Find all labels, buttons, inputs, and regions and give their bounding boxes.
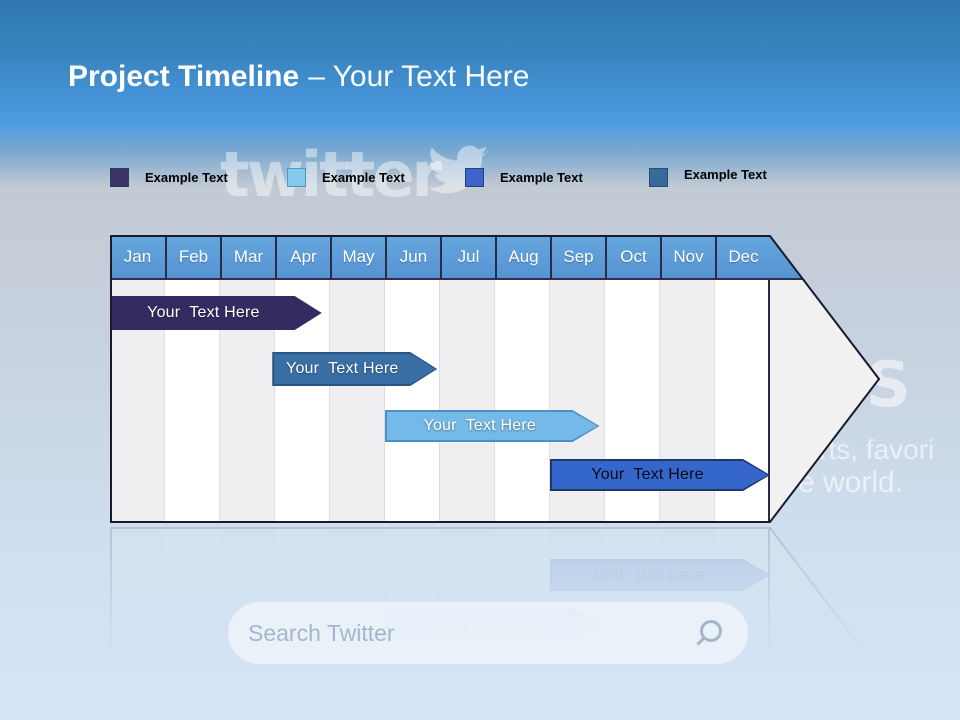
legend-label: Example Text: [145, 170, 228, 185]
title-accent: – Your Text Here: [308, 60, 530, 93]
search-box: Search Twitter: [228, 602, 748, 664]
month-cell: Apr: [275, 235, 330, 278]
month-cell: Feb: [165, 235, 220, 278]
month-cell: Dec: [715, 235, 770, 278]
legend-item: Example Text: [465, 168, 583, 187]
bar-label: Your Text Here: [591, 466, 704, 483]
month-cell: Nov: [660, 235, 715, 278]
month-cell: Mar: [220, 235, 275, 278]
timeline-bar: Your Text Here: [110, 296, 322, 330]
legend-label: Example Text: [500, 170, 583, 185]
legend-swatch: [287, 168, 306, 187]
month-cell: Jan: [123, 246, 152, 266]
month-cell: Sep: [550, 235, 605, 278]
timeline-bar-fill: Your Text Here: [112, 298, 320, 328]
legend-item: Example Text: [649, 167, 767, 187]
timeline-bar-fill: Your Text Here: [387, 412, 598, 440]
month-cell: Oct: [605, 235, 660, 278]
bar-label: Your Text Here: [286, 360, 399, 377]
slide-title: Project Timeline– Your Text Here: [68, 60, 529, 95]
legend-label: Example Text: [684, 167, 767, 182]
title-main: Project Timeline: [68, 60, 300, 93]
timeline-bar: Your Text Here: [385, 410, 600, 442]
search-icon: [700, 620, 722, 642]
legend-item: Example Text: [110, 168, 228, 187]
month-cell: May: [330, 235, 385, 278]
search-placeholder: Search Twitter: [248, 619, 395, 646]
timeline-bar: Your Text Here: [550, 459, 770, 491]
bar-label: Your Text Here: [423, 417, 536, 434]
legend-item: Example Text: [287, 168, 405, 187]
timeline-bar-fill: Your Text Here: [274, 354, 435, 384]
month-cell: Jul: [440, 235, 495, 278]
legend-swatch: [110, 168, 129, 187]
bar-label: Your Text Here: [147, 304, 260, 321]
timeline-bar: Your Text Here: [272, 352, 437, 386]
timeline-bar-fill: Your Text Here: [552, 461, 768, 489]
legend-label: Example Text: [322, 170, 405, 185]
legend-swatch: [465, 168, 484, 187]
month-cell: Jun: [385, 235, 440, 278]
month-cell: Aug: [495, 235, 550, 278]
legend-swatch: [649, 168, 668, 187]
